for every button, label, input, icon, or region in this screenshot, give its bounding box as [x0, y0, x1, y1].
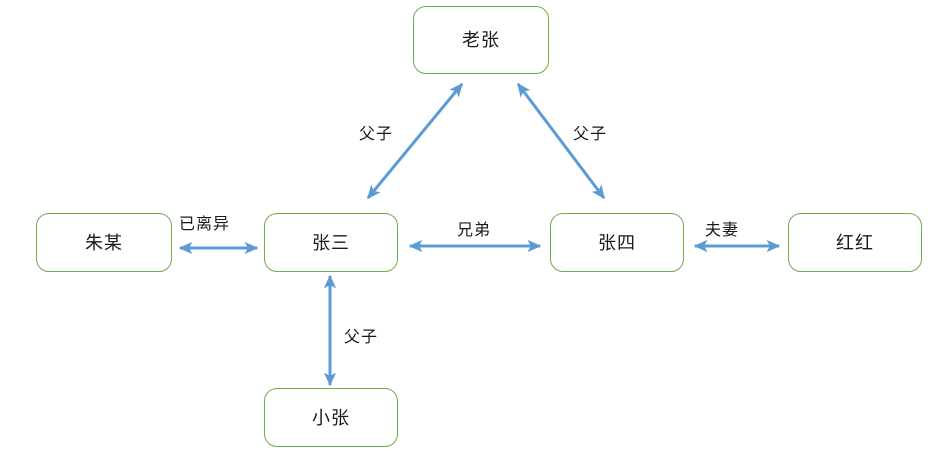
- node-label-xiaozhang: 小张: [312, 407, 350, 428]
- edge-label-zhangsan-xiaozhang: 父子: [344, 329, 379, 346]
- edge-label-zhangsan-laozhang: 父子: [359, 126, 394, 143]
- edge-laozhang-zhangsi: [516, 82, 606, 200]
- node-laozhang[interactable]: 老张: [413, 6, 549, 74]
- node-zhumou[interactable]: 朱某: [36, 213, 172, 272]
- edge-label-zhangsan-zhangsi: 兄弟: [457, 222, 492, 239]
- node-label-laozhang: 老张: [462, 30, 500, 50]
- node-label-zhangsi: 张四: [598, 232, 636, 253]
- node-honghong[interactable]: 红红: [788, 213, 922, 272]
- node-label-zhumou: 朱某: [85, 232, 123, 253]
- edge-zhangsan-laozhang: [366, 82, 464, 200]
- node-xiaozhang[interactable]: 小张: [264, 388, 398, 447]
- edge-label-zhumou-zhangsan: 已离异: [179, 216, 231, 233]
- edge-label-zhangsi-honghong: 夫妻: [705, 222, 740, 239]
- edge-label-laozhang-zhangsi: 父子: [573, 126, 608, 143]
- node-label-honghong: 红红: [836, 232, 874, 253]
- node-zhangsan[interactable]: 张三: [264, 213, 398, 272]
- node-label-zhangsan: 张三: [312, 232, 350, 253]
- node-zhangsi[interactable]: 张四: [550, 213, 684, 272]
